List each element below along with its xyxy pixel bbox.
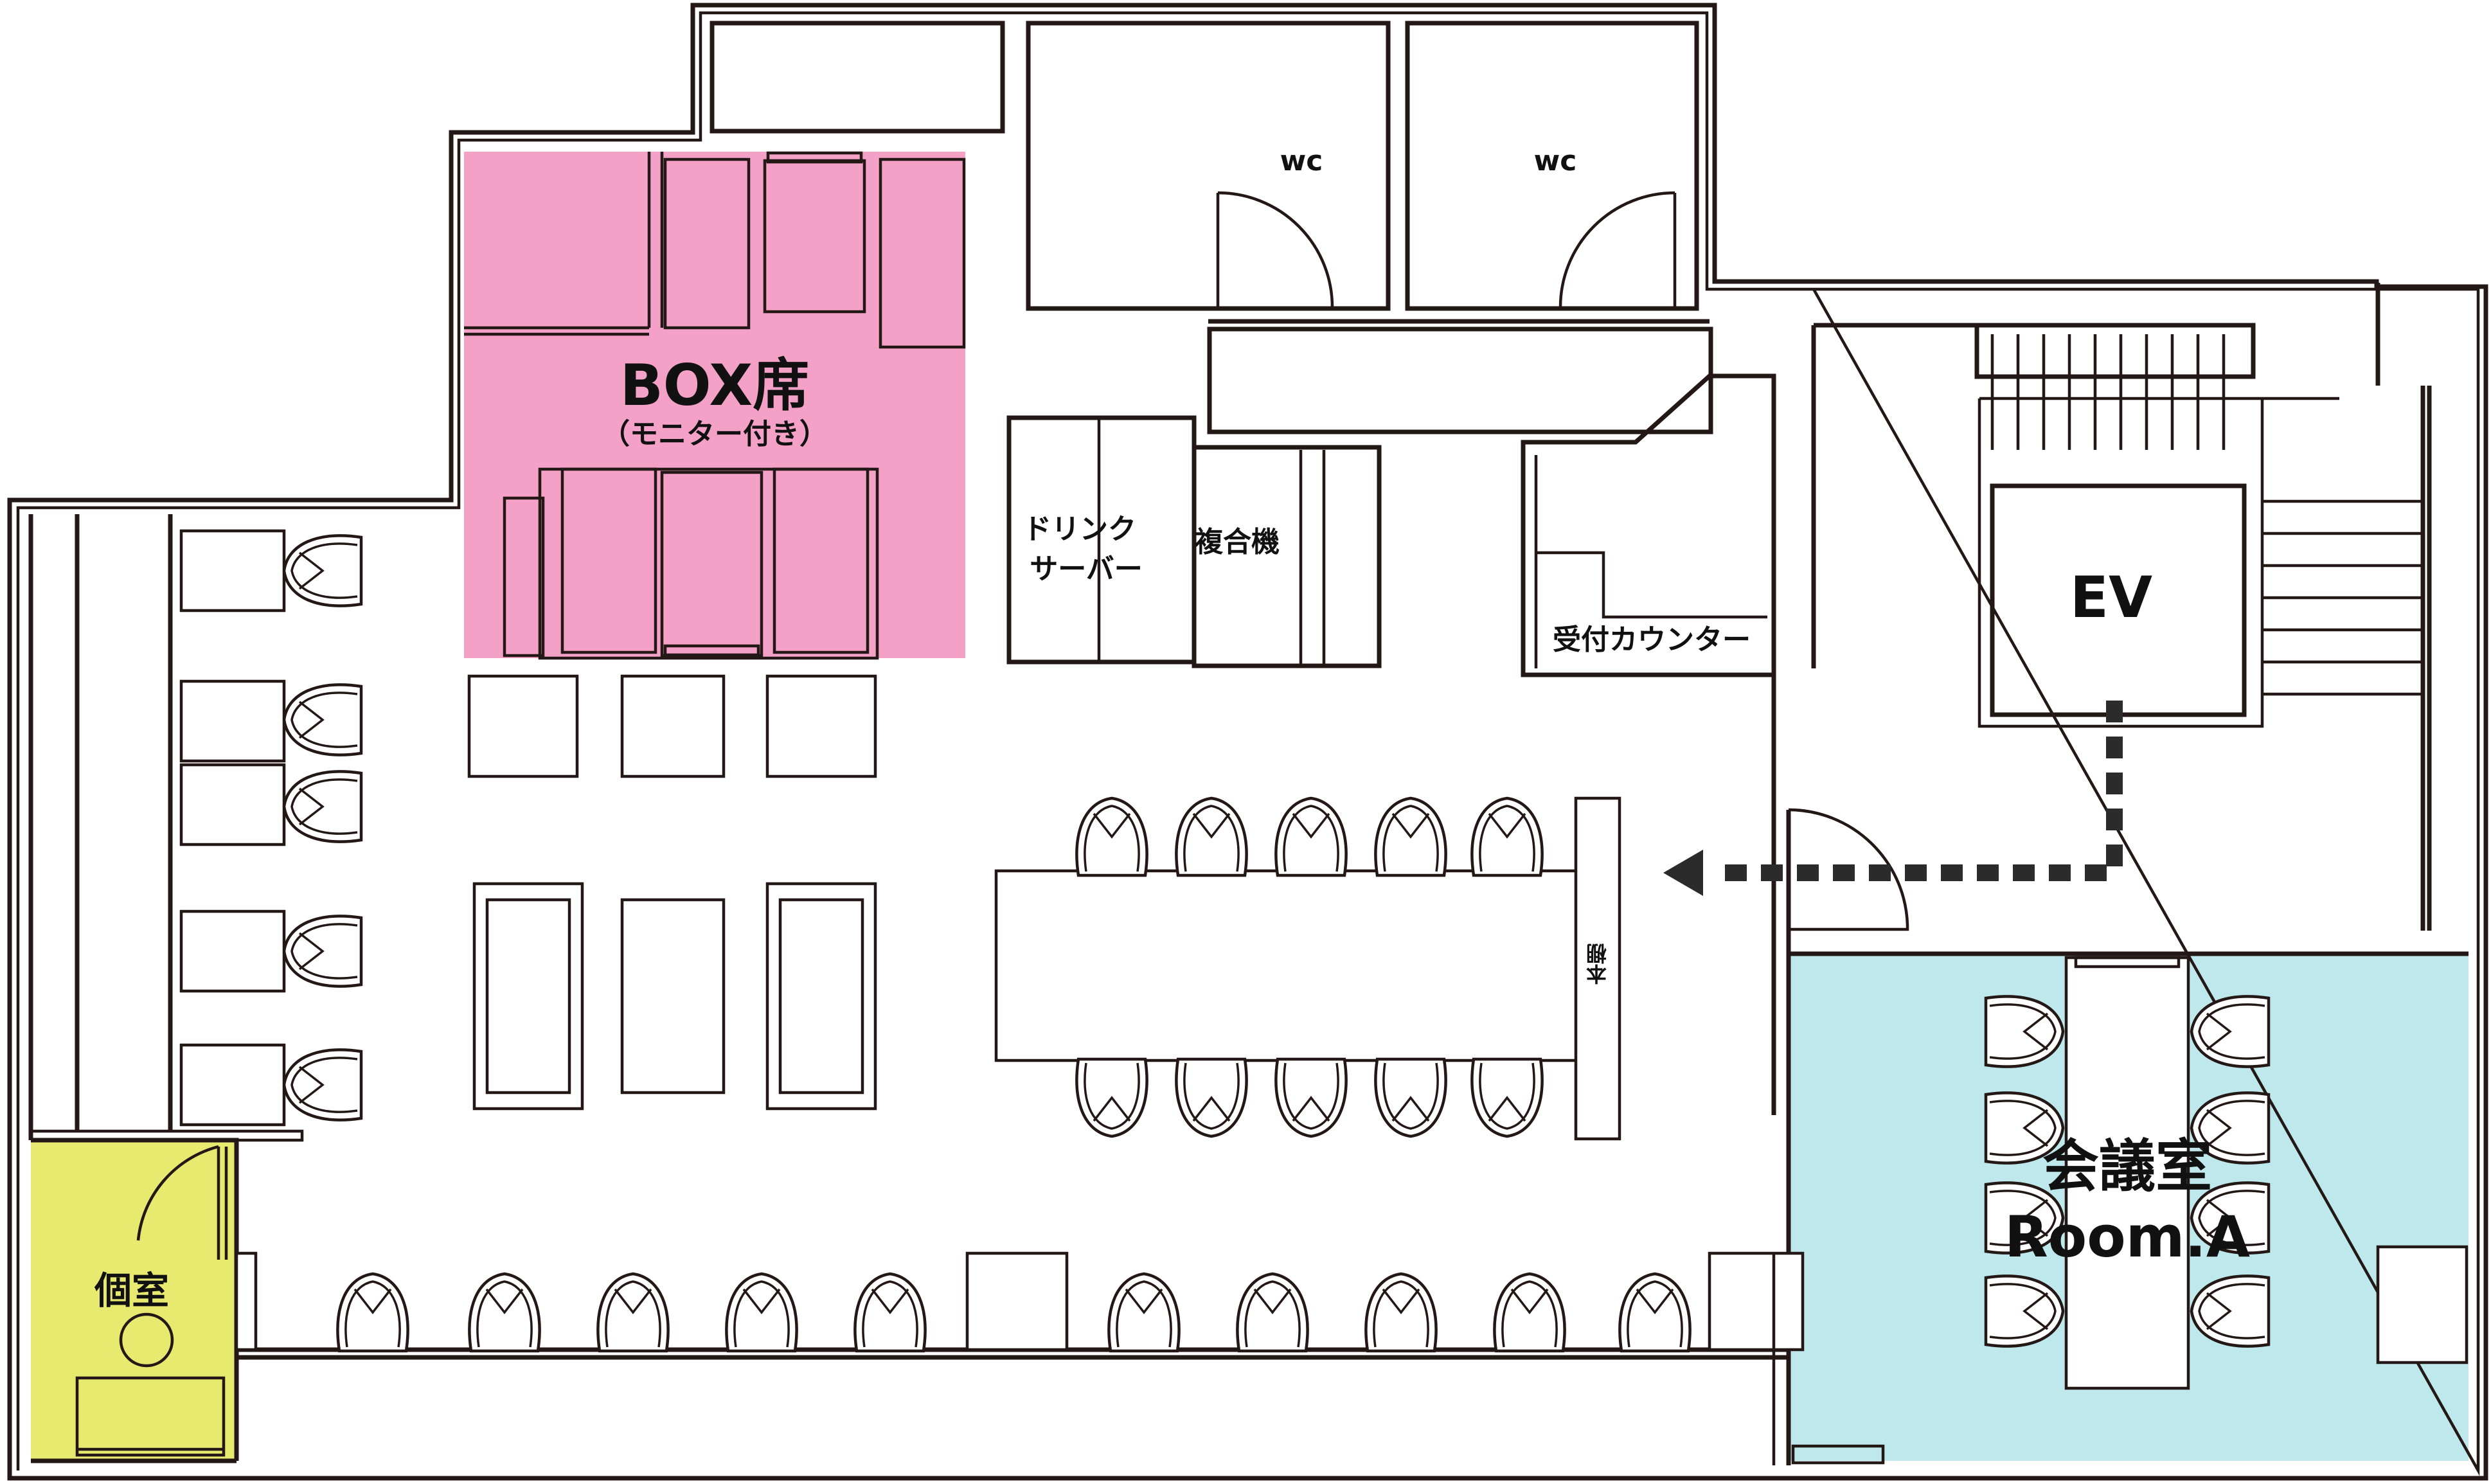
drink-copier-block	[1006, 415, 1382, 668]
meeting-table	[2064, 956, 2190, 1390]
bookshelf-label: 本棚	[1585, 943, 1610, 985]
box-seat-subtitle: （モニター付き）	[602, 418, 828, 451]
chairs-long-table-top	[1076, 798, 1542, 875]
wc-doors	[1216, 191, 1677, 310]
reception-label: 受付カウンター	[1553, 623, 1751, 656]
drink-server-label-2: サーバー	[1030, 553, 1143, 586]
top-rooms	[710, 21, 1713, 434]
reception-counter	[1521, 373, 1776, 677]
drink-server-label-1: ドリンク	[1023, 513, 1136, 546]
wc-label-right: wc	[1534, 145, 1577, 177]
ev-label: EV	[2070, 564, 2152, 630]
meeting-room-name: Room.A	[2004, 1204, 2250, 1270]
copier-label: 複合機	[1195, 526, 1280, 559]
private-room-label: 個室	[94, 1269, 169, 1312]
lounge-furniture	[467, 674, 877, 1111]
outer-walls	[7, 3, 2488, 1481]
left-counter	[28, 514, 304, 1142]
route-arrow	[1663, 701, 2123, 896]
wc-label-left: wc	[1280, 145, 1323, 177]
meeting-room-title: 会議室	[2042, 1133, 2212, 1199]
bottom-counter	[235, 1251, 1805, 1465]
box-seat-title: BOX席	[620, 352, 810, 418]
private-room-area	[31, 1140, 237, 1461]
private-room-walls	[31, 1138, 239, 1463]
box-seat-furniture	[464, 151, 966, 660]
chairs-left-counter	[284, 535, 361, 1120]
long-table	[994, 796, 1621, 1141]
chairs-long-table-bottom	[1076, 1059, 1542, 1136]
